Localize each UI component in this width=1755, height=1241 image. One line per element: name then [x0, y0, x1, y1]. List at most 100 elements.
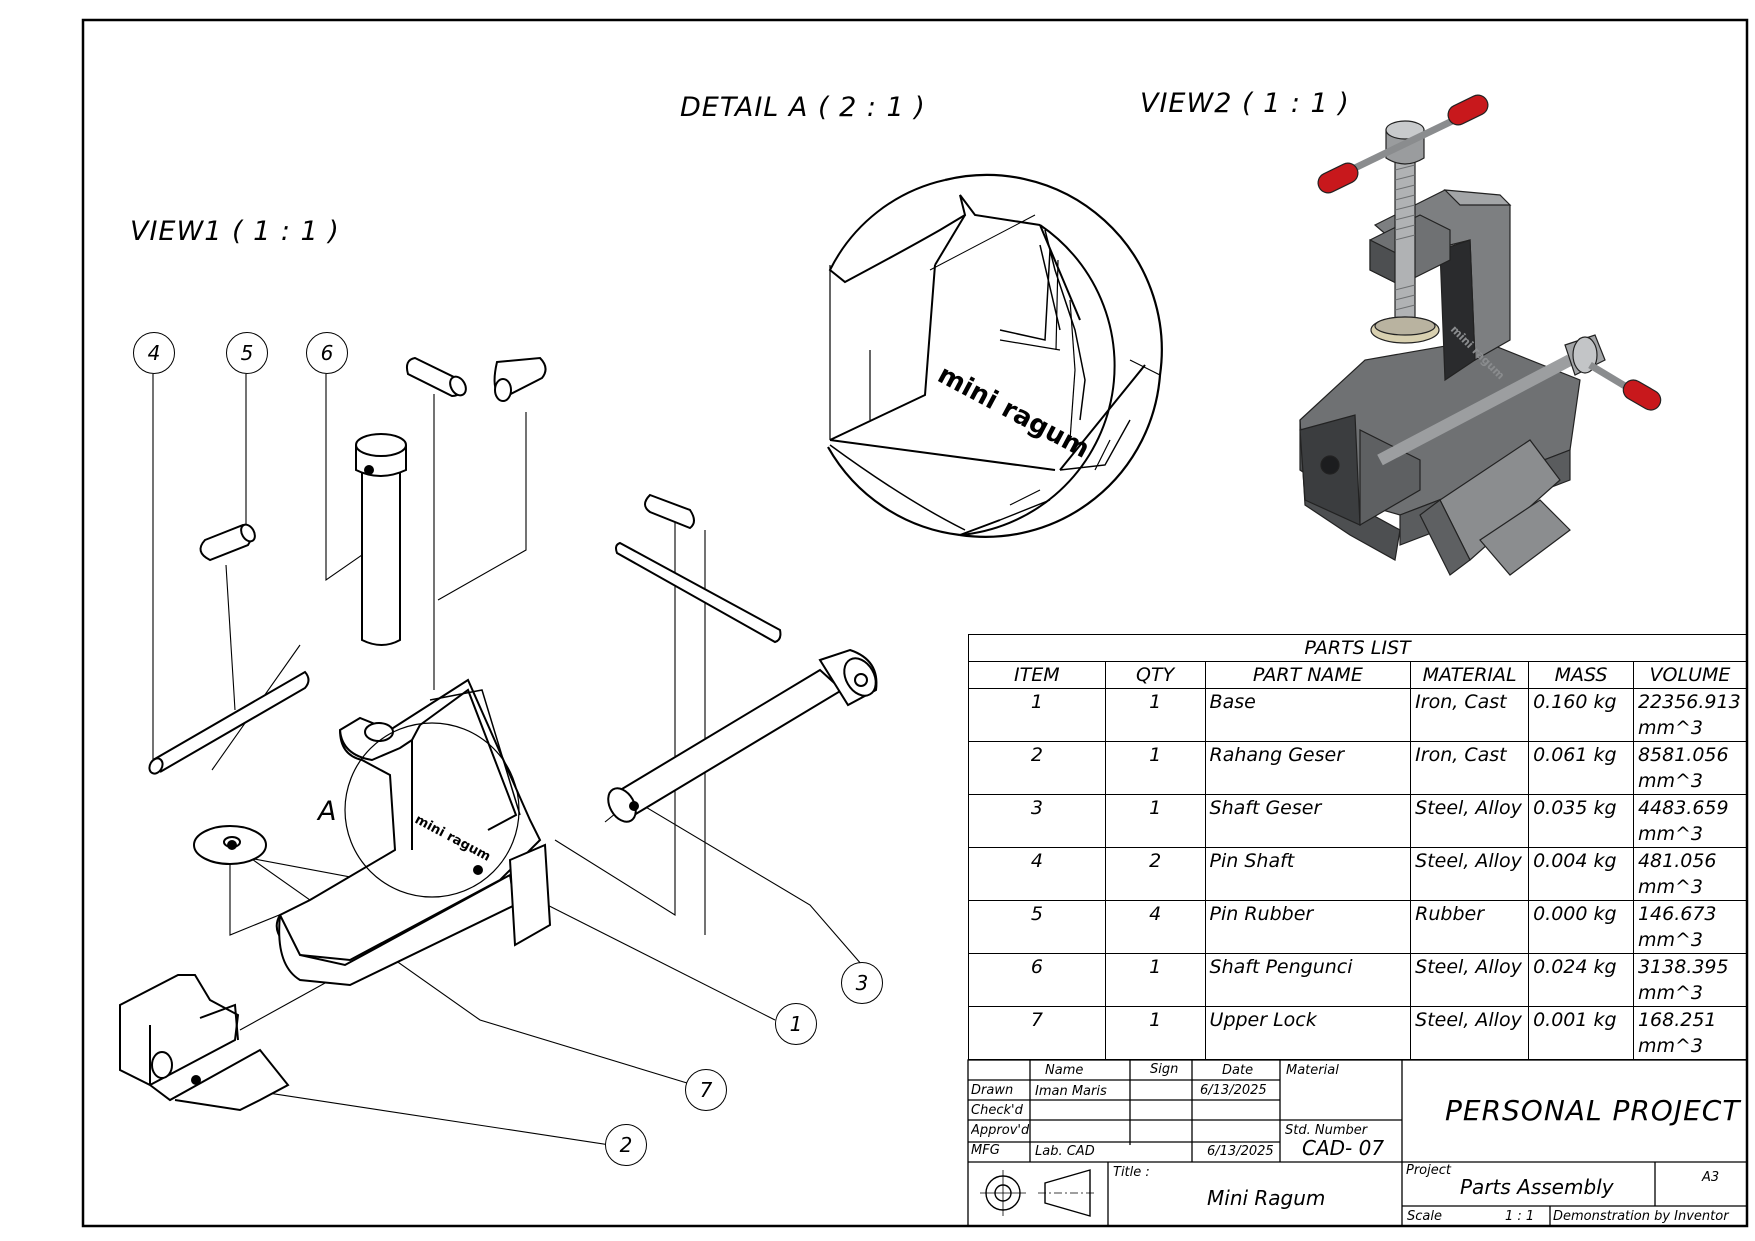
- tb-size: A3: [1702, 1170, 1720, 1185]
- cell-mass: 0.024 kg: [1528, 953, 1634, 1007]
- balloon-item-6: 6: [306, 332, 348, 374]
- volume-value: 3138.395: [1637, 956, 1729, 978]
- leader-lines: [152, 374, 863, 1146]
- detail-a-callout-letter: A: [318, 796, 337, 827]
- cell-volume: 4483.659 mm^3: [1632, 794, 1748, 848]
- cell-qty: 4: [1104, 900, 1206, 954]
- detail-a-label: DETAIL A ( 2 : 1 ): [680, 92, 926, 123]
- cell-item: 3: [968, 794, 1106, 848]
- balloon-item-4: 4: [133, 332, 175, 374]
- tb-project-big: PERSONAL PROJECT: [1445, 1094, 1741, 1127]
- header-material: MATERIAL: [1410, 661, 1530, 689]
- cell-qty: 1: [1104, 953, 1206, 1007]
- parts-list-table: PARTS LIST ITEM QTY PART NAME MATERIAL M…: [968, 634, 1748, 1060]
- balloon-item-7: 7: [685, 1069, 727, 1111]
- tb-approved-label: Approv'd: [971, 1123, 1029, 1138]
- tb-project-label: Project: [1406, 1163, 1451, 1178]
- header-part-name: PART NAME: [1204, 661, 1412, 689]
- detail-engraving-text: mini ragum: [933, 360, 1095, 465]
- cell-item: 2: [968, 741, 1106, 795]
- cell-part-name: Shaft Geser: [1204, 794, 1412, 848]
- cell-material: Iron, Cast: [1410, 741, 1530, 795]
- cell-item: 7: [968, 1006, 1106, 1060]
- title-block-grid: [967, 1059, 1748, 1227]
- tb-drawn-label: Drawn: [971, 1083, 1014, 1098]
- cell-volume: 3138.395 mm^3: [1632, 953, 1748, 1007]
- volume-unit: mm^3: [1637, 876, 1703, 898]
- cell-item: 4: [968, 847, 1106, 901]
- detail-a-view: [827, 173, 1163, 538]
- cell-qty: 1: [1104, 688, 1206, 742]
- tb-drawn-date: 6/13/2025: [1200, 1083, 1267, 1098]
- balloon-item-2: 2: [605, 1124, 647, 1166]
- tb-title: Mini Ragum: [1207, 1186, 1326, 1210]
- cell-qty: 1: [1104, 741, 1206, 795]
- cell-mass: 0.035 kg: [1528, 794, 1634, 848]
- tb-mfg-date: 6/13/2025: [1207, 1144, 1274, 1159]
- volume-unit: mm^3: [1637, 823, 1703, 845]
- volume-unit: mm^3: [1637, 1035, 1703, 1057]
- header-qty: QTY: [1104, 661, 1206, 689]
- tb-note: Demonstration by Inventor: [1553, 1209, 1729, 1224]
- cell-qty: 1: [1104, 794, 1206, 848]
- volume-value: 8581.056: [1637, 744, 1729, 766]
- parts-list-title: PARTS LIST: [968, 634, 1747, 662]
- sheet-border: [81, 18, 1749, 1228]
- volume-unit: mm^3: [1637, 982, 1703, 1004]
- detail-a-callout-circle: [344, 722, 520, 898]
- volume-value: 22356.913: [1637, 691, 1741, 713]
- view1-exploded: mini ragum: [119, 356, 878, 1146]
- cell-part-name: Rahang Geser: [1204, 741, 1412, 795]
- tb-checked-label: Check'd: [971, 1103, 1023, 1118]
- view2-label: VIEW2 ( 1 : 1 ): [1140, 88, 1350, 119]
- tb-col-date: Date: [1222, 1063, 1254, 1078]
- header-volume: VOLUME: [1632, 661, 1748, 689]
- cell-item: 1: [968, 688, 1106, 742]
- volume-value: 168.251: [1637, 1009, 1717, 1031]
- volume-unit: mm^3: [1637, 770, 1703, 792]
- table-row: 7 1 Upper Lock Steel, Alloy 0.001 kg 168…: [968, 1006, 1748, 1060]
- tb-scale: 1 : 1: [1505, 1209, 1535, 1224]
- tb-mfg-name: Lab. CAD: [1035, 1144, 1095, 1159]
- volume-value: 4483.659: [1637, 797, 1729, 819]
- cell-material: Steel, Alloy: [1410, 953, 1530, 1007]
- cell-part-name: Pin Shaft: [1204, 847, 1412, 901]
- view2-render: mini ragum: [1299, 94, 1662, 576]
- cell-part-name: Shaft Pengunci: [1204, 953, 1412, 1007]
- view1-label: VIEW1 ( 1 : 1 ): [130, 216, 340, 247]
- table-row: 6 1 Shaft Pengunci Steel, Alloy 0.024 kg…: [968, 953, 1748, 1007]
- cell-material: Iron, Cast: [1410, 688, 1530, 742]
- cell-item: 6: [968, 953, 1106, 1007]
- table-row: 3 1 Shaft Geser Steel, Alloy 0.035 kg 44…: [968, 794, 1748, 848]
- table-row: 4 2 Pin Shaft Steel, Alloy 0.004 kg 481.…: [968, 847, 1748, 901]
- balloon-item-5: 5: [226, 332, 268, 374]
- cell-mass: 0.004 kg: [1528, 847, 1634, 901]
- cell-mass: 0.001 kg: [1528, 1006, 1634, 1060]
- cell-mass: 0.000 kg: [1528, 900, 1634, 954]
- volume-value: 146.673: [1637, 903, 1717, 925]
- cell-part-name: Pin Rubber: [1204, 900, 1412, 954]
- balloon-item-1: 1: [775, 1003, 817, 1045]
- tb-mfg-label: MFG: [971, 1143, 1000, 1158]
- balloon-item-3: 3: [841, 962, 883, 1004]
- table-row: 2 1 Rahang Geser Iron, Cast 0.061 kg 858…: [968, 741, 1748, 795]
- cell-volume: 8581.056 mm^3: [1632, 741, 1748, 795]
- tb-drawn-name: Iman Maris: [1035, 1084, 1107, 1099]
- cell-material: Rubber: [1410, 900, 1530, 954]
- tb-col-name: Name: [1045, 1063, 1084, 1078]
- cell-mass: 0.160 kg: [1528, 688, 1634, 742]
- cell-item: 5: [968, 900, 1106, 954]
- cell-part-name: Upper Lock: [1204, 1006, 1412, 1060]
- cell-material: Steel, Alloy: [1410, 847, 1530, 901]
- tb-material-label: Material: [1286, 1063, 1339, 1078]
- cell-qty: 1: [1104, 1006, 1206, 1060]
- tb-scale-label: Scale: [1407, 1209, 1442, 1224]
- tb-title-label: Title :: [1113, 1165, 1150, 1180]
- tb-std-number-label: Std. Number: [1285, 1123, 1368, 1138]
- cell-qty: 2: [1104, 847, 1206, 901]
